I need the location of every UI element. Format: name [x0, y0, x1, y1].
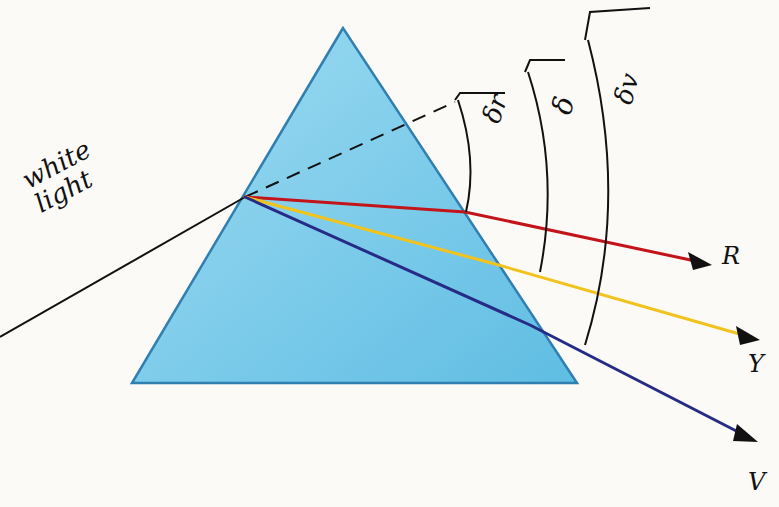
ray-label: R: [722, 244, 740, 268]
bracket: [585, 8, 650, 40]
ray-label: Y: [748, 352, 764, 376]
arrowhead: [688, 252, 712, 270]
undeviated-path: [245, 102, 455, 197]
light-label: white light: [18, 109, 158, 218]
angle-label: δr: [478, 91, 511, 126]
angle-arc: [585, 40, 608, 345]
ray-label: V: [748, 470, 765, 494]
yellow-ray: [245, 197, 750, 337]
angle-arc: [528, 72, 548, 272]
angle-label: δv: [610, 71, 643, 107]
incident-ray: [0, 197, 245, 337]
angle-label: δ: [548, 94, 579, 118]
arrowhead: [736, 326, 760, 345]
violet-ray: [245, 197, 748, 437]
arrowhead: [733, 424, 758, 442]
red-ray: [245, 197, 700, 262]
angle-arc: [458, 100, 471, 212]
bracket: [525, 60, 565, 72]
